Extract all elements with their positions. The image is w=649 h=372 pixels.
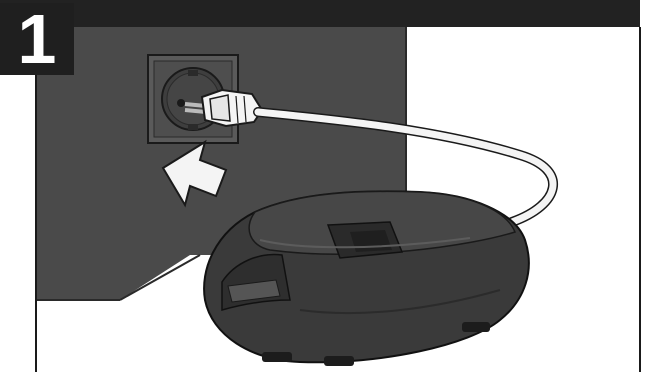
step-number-badge: 1 [0, 3, 74, 75]
header-bar [0, 0, 640, 27]
